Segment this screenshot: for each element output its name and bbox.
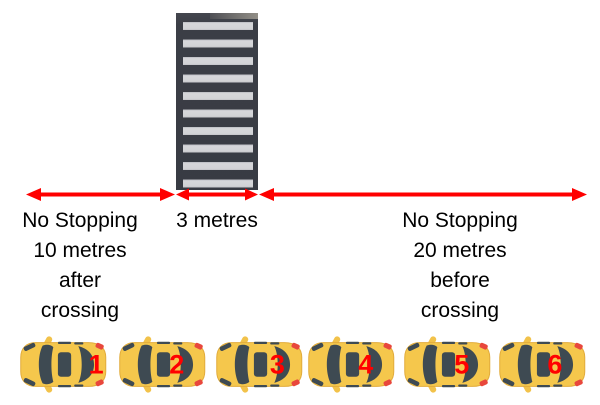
label-line: crossing [40,299,120,322]
label-line: 3 metres [176,209,258,232]
right-zone-label: No Stopping 20 metres before crossing [375,206,545,326]
car-number-badge: 5 [454,349,470,380]
car-top-view-icon [119,336,206,393]
zebra-crossing-image [176,13,258,190]
car-top-view-icon [404,336,491,393]
car-number-badge: 6 [547,349,563,380]
label-line: No Stopping [402,209,518,232]
label-line: before [430,269,490,292]
car-number-badge: 4 [358,349,374,380]
right-zone-double-arrow-icon [259,188,587,201]
car-2: 2 [116,336,208,394]
car-6: 6 [496,336,588,394]
label-line: 10 metres [33,239,127,262]
car-top-view-icon [308,336,395,393]
car-1: 1 [17,336,109,394]
crossing-photo-sheen [210,13,258,19]
car-4: 4 [305,336,397,394]
car-5: 5 [401,336,493,394]
car-number-badge: 2 [169,349,185,380]
crossing-stripes [183,22,253,188]
left-zone-double-arrow-icon [26,188,175,201]
car-top-view-icon [499,336,586,393]
label-line: crossing [420,299,500,322]
crossing-width-double-arrow-icon [176,188,258,201]
crossing-width-label: 3 metres [147,206,287,236]
label-line: 20 metres [413,239,507,262]
label-line: after [58,269,102,292]
car-number-badge: 3 [269,349,285,380]
label-line: No Stopping [22,209,138,232]
car-3: 3 [213,336,305,394]
car-number-badge: 1 [88,349,104,380]
left-zone-label: No Stopping 10 metres after crossing [5,206,155,326]
car-top-view-icon [216,336,303,393]
